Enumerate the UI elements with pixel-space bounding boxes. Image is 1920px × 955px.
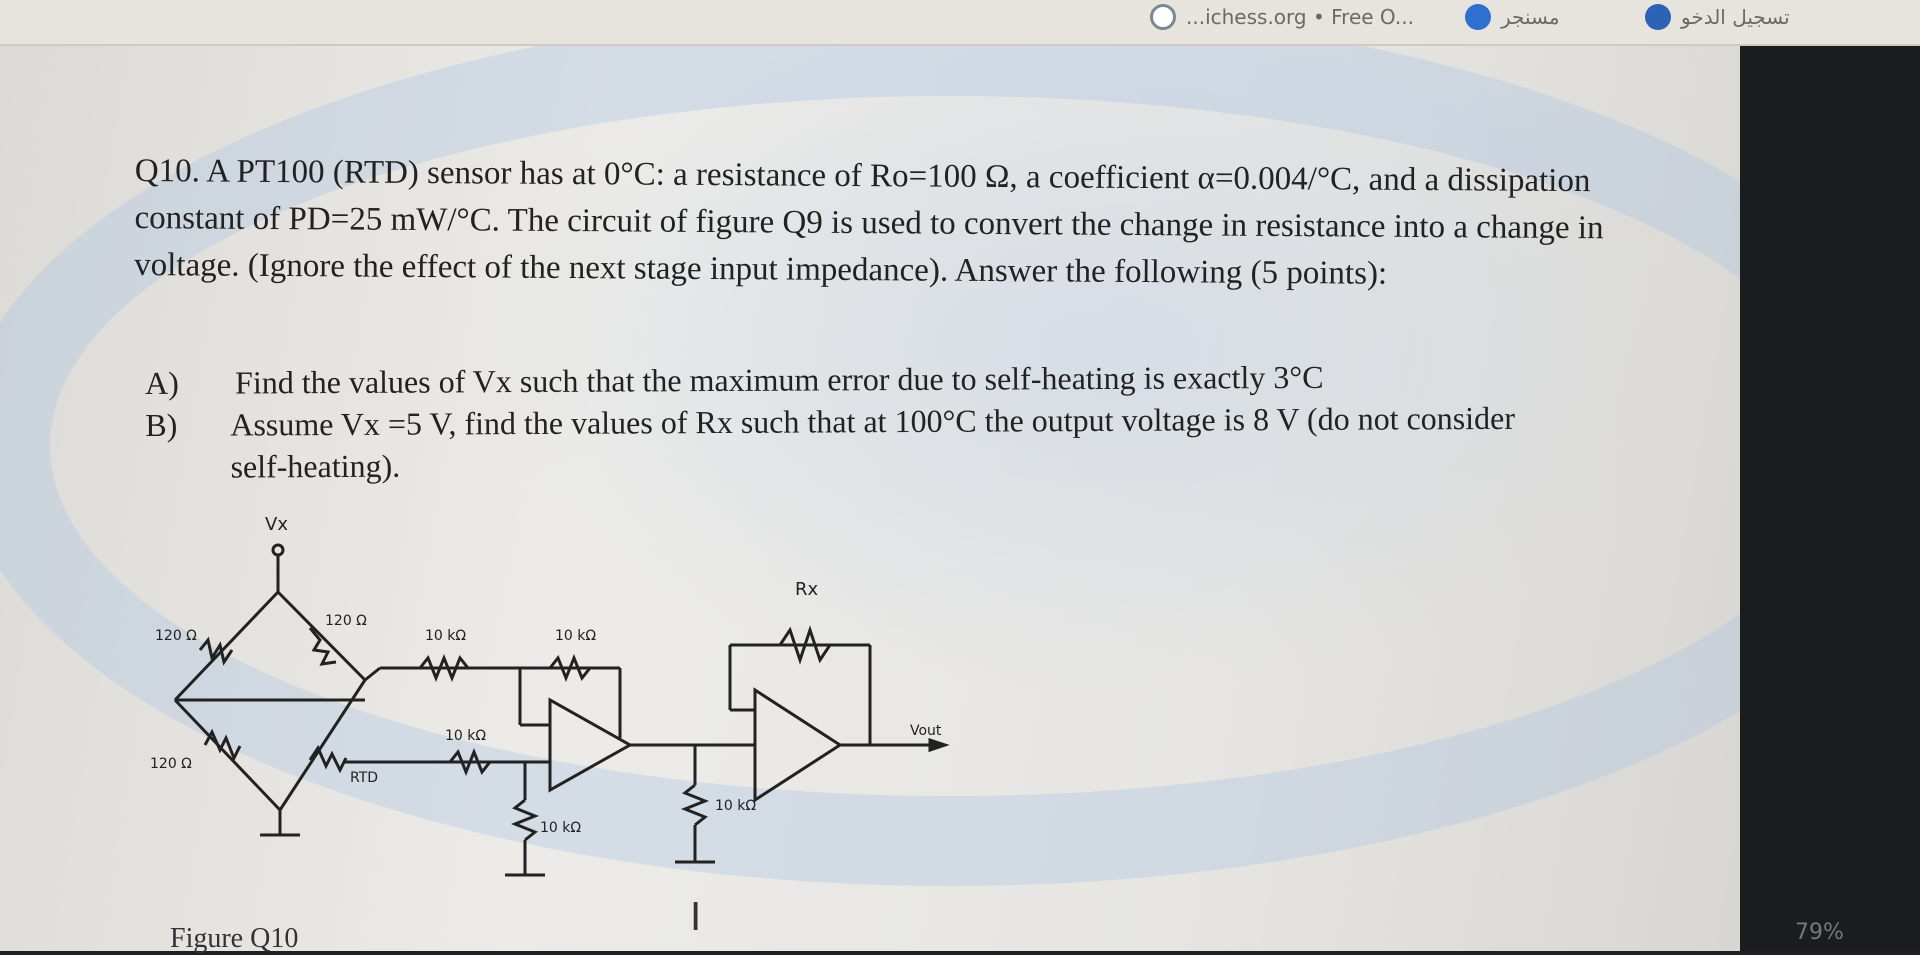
- opamp-2: [753, 687, 843, 803]
- bookmark-messenger[interactable]: مسنجر: [1465, 4, 1560, 30]
- label-rgnd2: 10 kΩ: [715, 798, 756, 814]
- label-rin2: 10 kΩ: [445, 728, 486, 744]
- bookmark-label: ...ichess.org • Free O...: [1186, 5, 1414, 29]
- question-parts: A) Find the values of Vx such that the m…: [145, 355, 1546, 488]
- label-r1: 120 Ω: [155, 628, 197, 644]
- part-b: B) Assume Vx =5 V, find the values of Rx…: [145, 397, 1545, 488]
- part-a: A) Find the values of Vx such that the m…: [145, 355, 1545, 404]
- document-page: [0, 46, 1740, 951]
- chess-icon: [1150, 4, 1176, 30]
- text-cursor-icon: I: [690, 895, 702, 939]
- bookmarks-bar: ...ichess.org • Free O... مسنجر تسجيل ال…: [0, 0, 1920, 46]
- circuit-figure: Vx Rx 120 Ω 120 Ω 120 Ω RTD 10 kΩ 10 kΩ …: [150, 500, 970, 940]
- bookmark-label: تسجيل الدخو: [1681, 5, 1790, 29]
- bookmark-label: مسنجر: [1501, 5, 1560, 29]
- label-r3: 120 Ω: [150, 756, 192, 772]
- bookmark-login[interactable]: تسجيل الدخو: [1645, 4, 1790, 30]
- zoom-indicator: 79%: [1795, 920, 1844, 945]
- bookmark-chess[interactable]: ...ichess.org • Free O...: [1150, 4, 1414, 30]
- label-vx: Vx: [265, 514, 288, 535]
- part-label: B): [145, 406, 178, 443]
- facebook-icon: [1465, 4, 1491, 30]
- label-rfb1: 10 kΩ: [555, 628, 596, 644]
- globe-icon: [1645, 4, 1671, 30]
- label-rx: Rx: [795, 579, 819, 600]
- part-text: Find the values of Vx such that the maxi…: [235, 358, 1324, 401]
- label-rin1: 10 kΩ: [425, 628, 466, 644]
- vx-terminal: [271, 543, 285, 557]
- figure-caption: Figure Q10: [170, 923, 299, 954]
- screen-edge: [1740, 46, 1920, 951]
- label-r2: 120 Ω: [325, 613, 367, 629]
- question-text: Q10. A PT100 (RTD) sensor has at 0°C: a …: [134, 152, 1604, 292]
- part-text: Assume Vx =5 V, find the values of Rx su…: [230, 399, 1516, 485]
- label-vout: Vout: [910, 723, 942, 739]
- circuit-diagram: Vx Rx 120 Ω 120 Ω 120 Ω RTD 10 kΩ 10 kΩ …: [150, 514, 950, 877]
- label-rtd: RTD: [350, 770, 378, 786]
- part-label: A): [145, 364, 179, 401]
- label-rgnd1: 10 kΩ: [540, 820, 581, 836]
- opamp-1: [548, 697, 634, 793]
